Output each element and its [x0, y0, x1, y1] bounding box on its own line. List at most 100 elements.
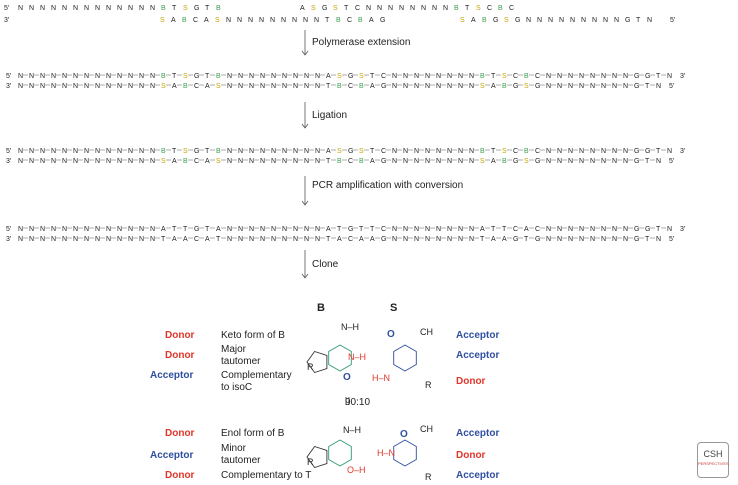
row3-top-base: N	[304, 226, 309, 233]
start-strand-base: C	[347, 17, 352, 24]
row3-top-left-end: 5′	[6, 226, 12, 233]
row1-top-base: N	[62, 73, 67, 80]
row3-top-base: N	[51, 226, 56, 233]
row2-top-base: N	[73, 148, 78, 155]
row3-top-base: G	[348, 226, 353, 233]
s-enol-oxygen-top: O	[400, 429, 408, 440]
row1-top-base: N	[392, 73, 397, 80]
row3-top-base: N	[139, 226, 144, 233]
row-top-3-left: Acceptor	[150, 370, 194, 381]
row2-top-base: T	[491, 148, 496, 155]
row1-top-base: T	[370, 73, 375, 80]
row2-bottom-base: N	[128, 158, 133, 165]
row1-bottom-base: A	[172, 83, 177, 90]
row3-bottom-base: N	[73, 236, 78, 243]
row1-bottom-base: N	[62, 83, 67, 90]
row1-top-base: S	[183, 73, 188, 80]
row2-top-base: A	[326, 148, 331, 155]
row3-top-base: T	[502, 226, 507, 233]
start-strand-base: T	[172, 5, 177, 12]
row-top-3-desc: Complementary to isoC	[221, 370, 292, 393]
row3-bottom-base: A	[183, 236, 188, 243]
row2-top-base: N	[601, 148, 606, 155]
row2-top-base: T	[205, 148, 210, 155]
row3-bottom-base: A	[491, 236, 496, 243]
row2-top-base: G	[634, 148, 639, 155]
row-bottom-1-right: Acceptor	[456, 428, 500, 439]
row2-bottom-base: N	[18, 158, 23, 165]
row3-top-base: N	[612, 226, 617, 233]
row1-top-base: C	[535, 73, 540, 80]
row1-bottom-left-end: 3′	[6, 83, 12, 90]
row1-bottom-base: B	[502, 83, 507, 90]
b-keto-nh: N–H	[348, 352, 366, 362]
row2-top-base: N	[414, 148, 419, 155]
row1-top-base: N	[73, 73, 78, 80]
row1-top-base: B	[161, 73, 166, 80]
row-top-2-desc: Major tautomer	[221, 344, 261, 367]
row1-top-base: N	[150, 73, 155, 80]
start-strand-base: S	[311, 5, 316, 12]
row1-top-base: B	[480, 73, 485, 80]
row-bottom-1-desc: Enol form of B	[221, 428, 285, 439]
row1-top-base: G	[348, 73, 353, 80]
b-keto-oxygen: O	[343, 372, 351, 383]
row2-top-base: C	[513, 148, 518, 155]
row1-bottom-base: G	[535, 83, 540, 90]
row2-bottom-base: G	[381, 158, 386, 165]
s-keto-hn: H–N	[372, 373, 390, 383]
row1-top-base: S	[359, 73, 364, 80]
row2-bottom-base: N	[568, 158, 573, 165]
row1-bottom-base: B	[337, 83, 342, 90]
row2-top-base: N	[315, 148, 320, 155]
row2-bottom-base: N	[623, 158, 628, 165]
row2-top-base: N	[40, 148, 45, 155]
row1-bottom-base: N	[315, 83, 320, 90]
b-enol-oh: O–H	[347, 465, 366, 475]
start-strand-base: N	[537, 17, 542, 24]
row3-top-base: T	[359, 226, 364, 233]
row1-top-base: N	[623, 73, 628, 80]
row1-bottom-base: N	[392, 83, 397, 90]
row3-top-base: N	[238, 226, 243, 233]
row2-bottom-base: N	[425, 158, 430, 165]
s-enol-ring	[393, 439, 417, 467]
row3-bottom-base: T	[326, 236, 331, 243]
start-strand-base: B	[182, 17, 187, 24]
row1-top-base: N	[106, 73, 111, 80]
start-strand-base: N	[292, 17, 297, 24]
row1-bottom-base: S	[216, 83, 221, 90]
b-keto-imidazole-ring	[306, 350, 328, 374]
row3-bottom-base: T	[216, 236, 221, 243]
row3-bottom-base: C	[194, 236, 199, 243]
row1-top-base: N	[29, 73, 34, 80]
row-top-2-right: Acceptor	[456, 350, 500, 361]
row2-bottom-base: N	[260, 158, 265, 165]
row3-bottom-base: A	[172, 236, 177, 243]
arrow-polymerase-head	[301, 50, 309, 56]
row3-top-base: N	[62, 226, 67, 233]
row2-bottom-left-end: 3′	[6, 158, 12, 165]
row1-bottom-base: N	[18, 83, 23, 90]
row2-top-base: N	[238, 148, 243, 155]
row2-bottom-base: G	[634, 158, 639, 165]
start-strand-base: T	[344, 5, 349, 12]
row3-bottom-base: N	[139, 236, 144, 243]
row1-bottom-base: N	[568, 83, 573, 90]
row3-bottom-base: N	[403, 236, 408, 243]
row3-top-base: N	[667, 226, 672, 233]
row2-bottom-base: S	[480, 158, 485, 165]
step-polymerase-extension: Polymerase extension	[312, 37, 411, 48]
row1-bottom-base: N	[84, 83, 89, 90]
row3-bottom-base: N	[271, 236, 276, 243]
row1-top-base: S	[337, 73, 342, 80]
row3-bottom-base: N	[579, 236, 584, 243]
row2-top-base: S	[502, 148, 507, 155]
start-strand-base: N	[117, 5, 122, 12]
start-strand-base: B	[336, 17, 341, 24]
row2-top-base: N	[260, 148, 265, 155]
row2-top-base: B	[524, 148, 529, 155]
start-5-label: 5′	[4, 5, 10, 12]
row2-top-base: G	[348, 148, 353, 155]
row2-top-base: N	[128, 148, 133, 155]
